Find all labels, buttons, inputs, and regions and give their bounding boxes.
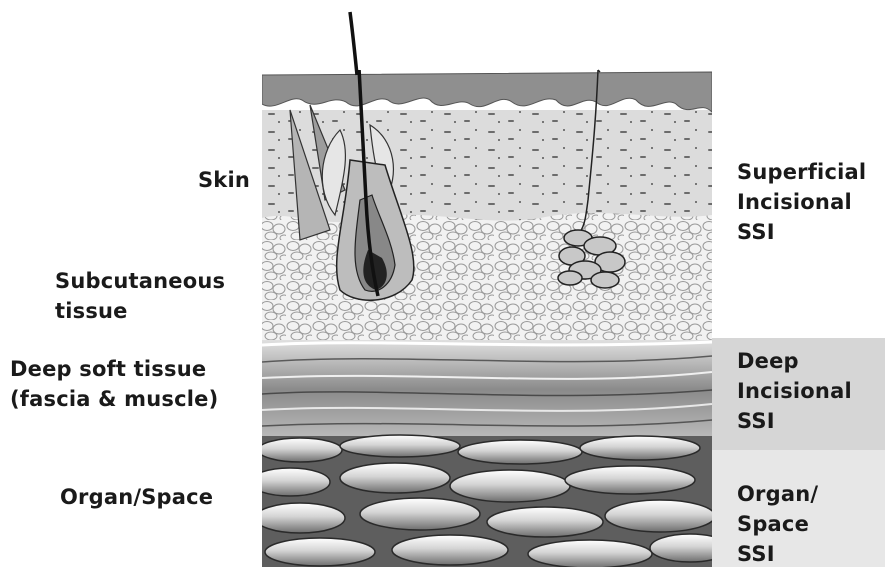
- hair-shaft: [350, 12, 357, 75]
- label-skin: Skin: [150, 165, 250, 195]
- label-organ-space: Organ/Space: [60, 482, 213, 512]
- label-organ-ssi-line3: SSI: [737, 539, 818, 569]
- label-subcutaneous-tissue: Subcutaneous tissue: [55, 266, 225, 326]
- label-deep-line2: (fascia & muscle): [10, 384, 218, 414]
- label-deep-ssi-line3: SSI: [737, 406, 852, 436]
- label-organ-text: Organ/Space: [60, 485, 213, 509]
- label-superficial-incisional-ssi: Superficial Incisional SSI: [737, 157, 866, 247]
- epidermis: [262, 72, 712, 112]
- label-organ-space-ssi: Organ/ Space SSI: [737, 479, 818, 569]
- label-deep-soft-tissue: Deep soft tissue (fascia & muscle): [10, 354, 218, 414]
- label-organ-ssi-line2: Space: [737, 509, 818, 539]
- label-superficial-line3: SSI: [737, 217, 866, 247]
- label-subcutaneous-line2: tissue: [55, 296, 225, 326]
- label-superficial-line2: Incisional: [737, 187, 866, 217]
- label-deep-line1: Deep soft tissue: [10, 354, 218, 384]
- label-deep-ssi-line2: Incisional: [737, 376, 852, 406]
- label-deep-incisional-ssi: Deep Incisional SSI: [737, 346, 852, 436]
- label-superficial-line1: Superficial: [737, 157, 866, 187]
- label-deep-ssi-line1: Deep: [737, 346, 852, 376]
- label-organ-ssi-line1: Organ/: [737, 479, 818, 509]
- label-skin-text: Skin: [198, 168, 250, 192]
- label-subcutaneous-line1: Subcutaneous: [55, 266, 225, 296]
